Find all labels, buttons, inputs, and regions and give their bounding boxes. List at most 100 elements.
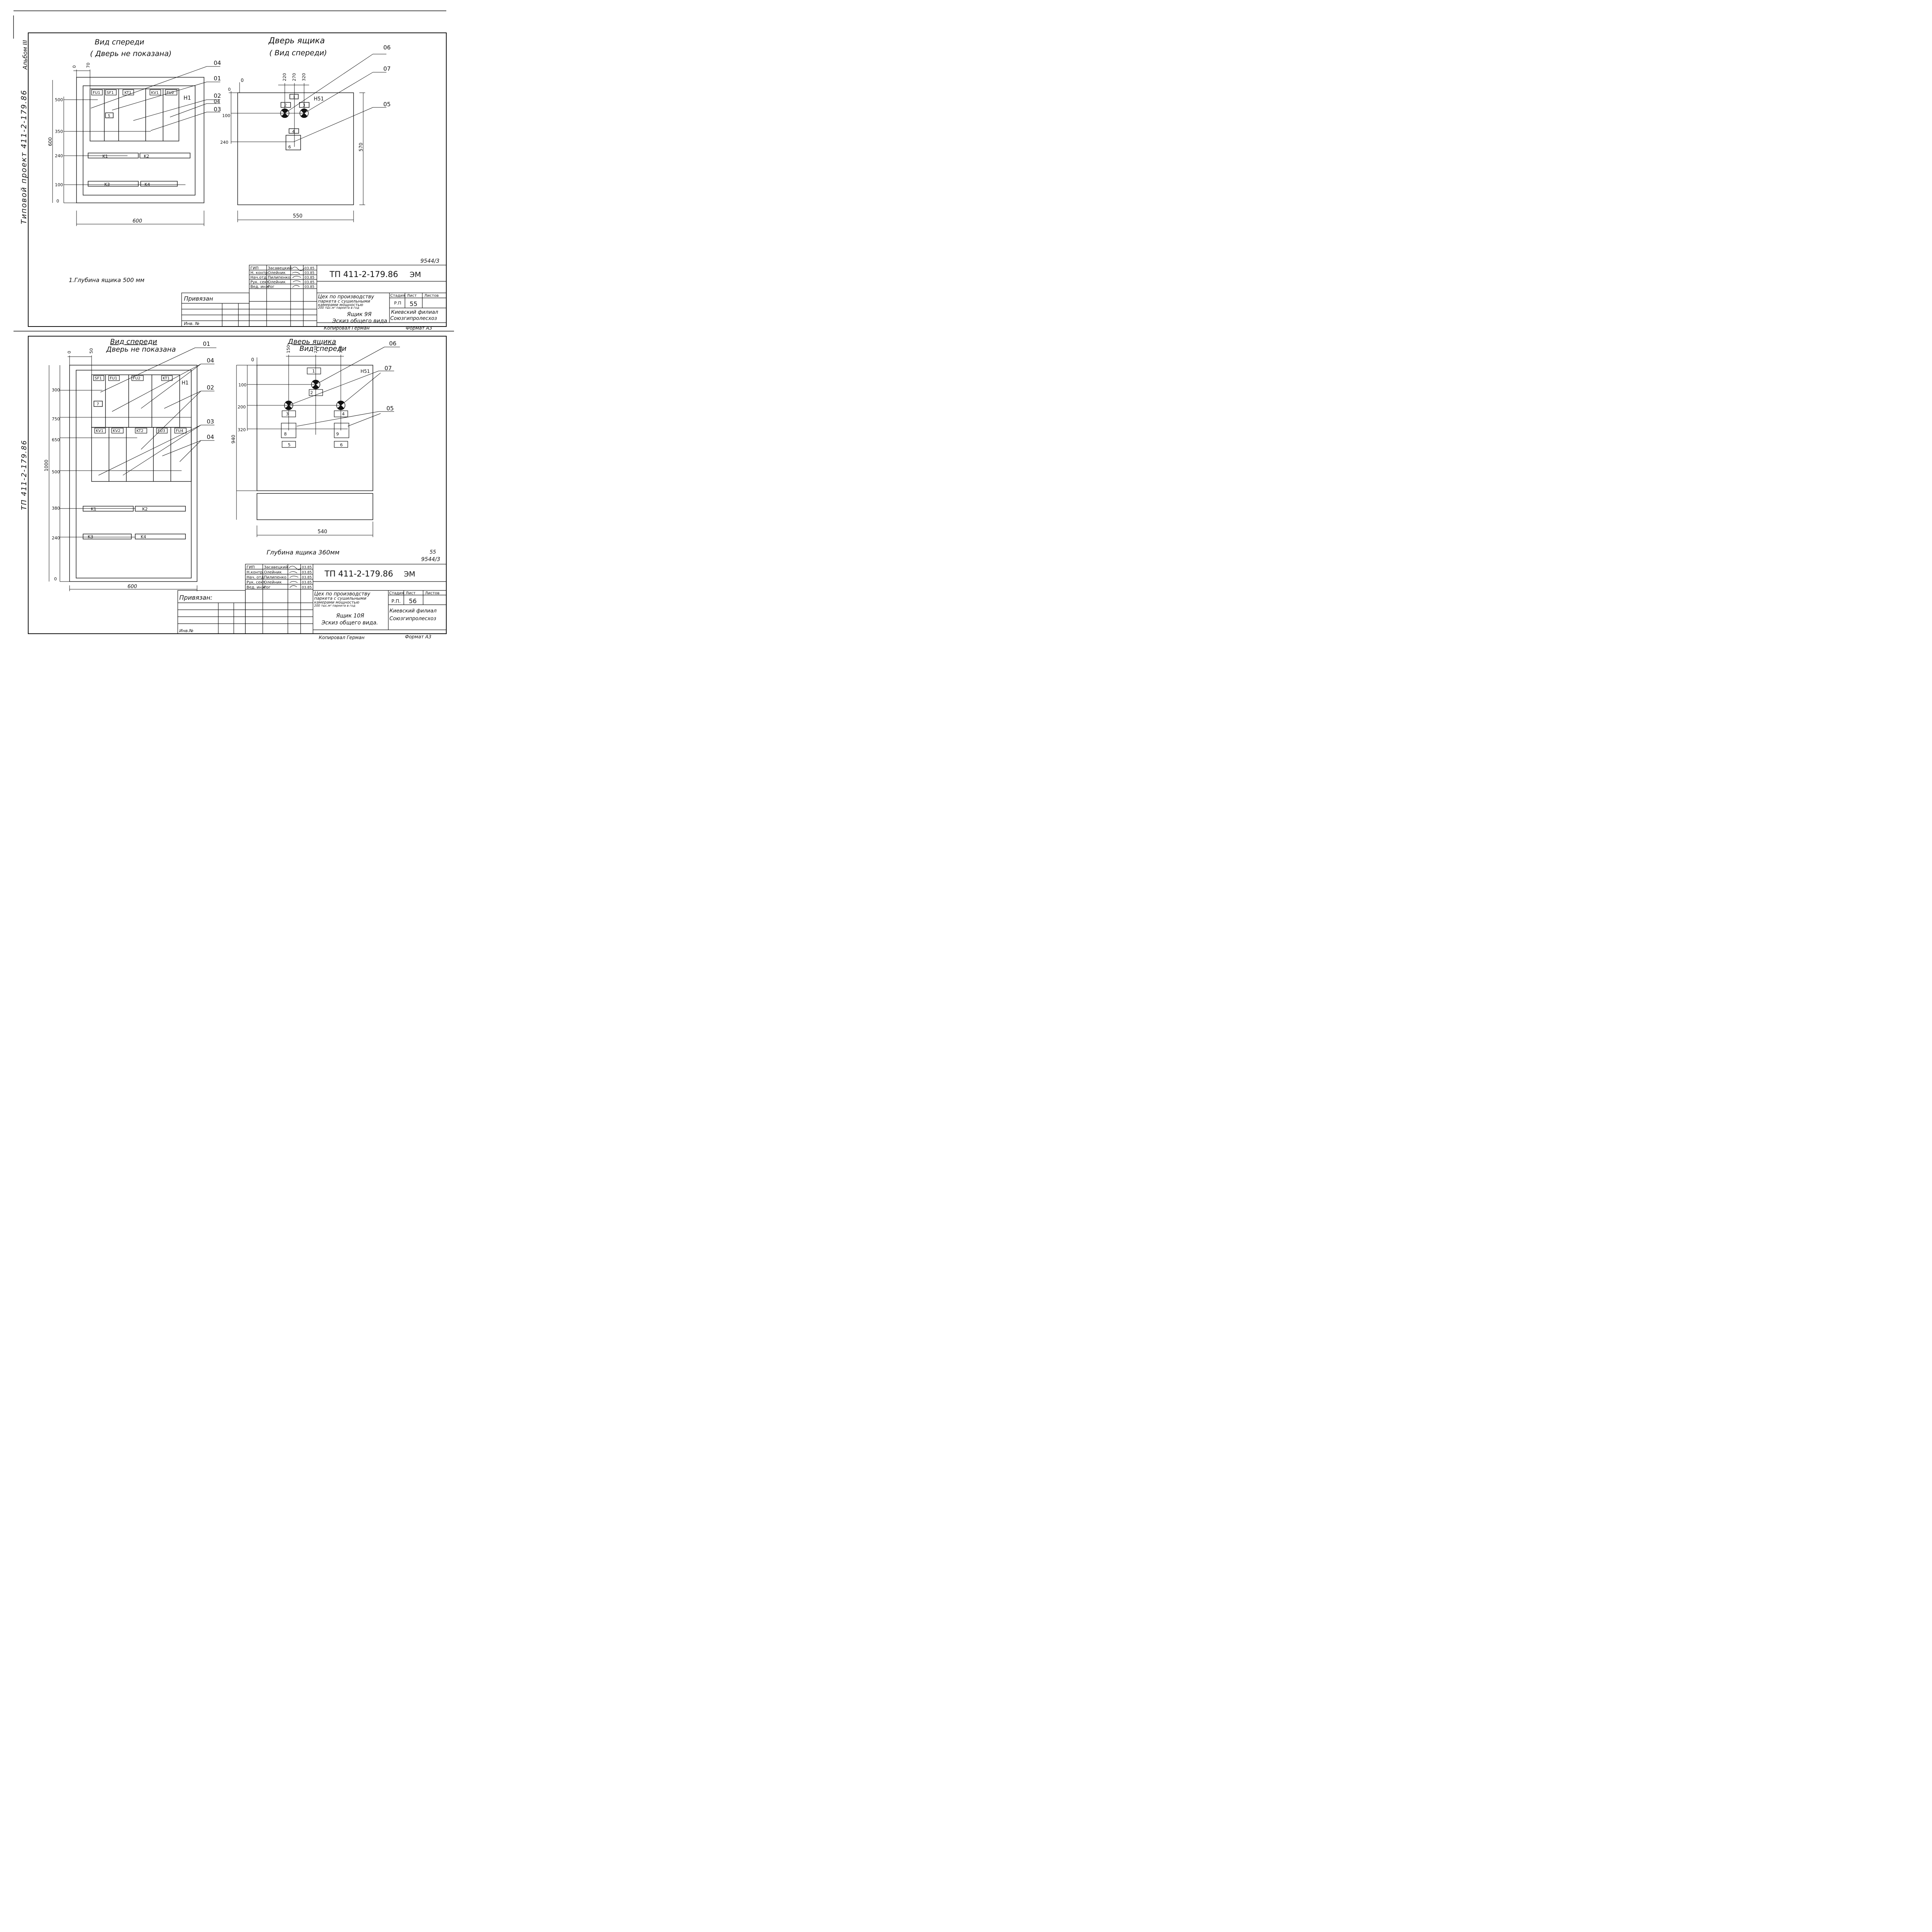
device-label: KV2: [113, 429, 121, 433]
dim-value: 0: [251, 357, 254, 362]
device-row1: SF1 FU1 FU2 KT1: [93, 375, 173, 381]
dim-value: 240: [220, 140, 228, 145]
leader-label: 03: [207, 418, 214, 425]
dim-value: 650: [52, 437, 60, 442]
h51-label: H51: [361, 369, 370, 374]
dim-value: 350: [55, 129, 63, 134]
device-label: KV1: [96, 429, 104, 433]
dim-value: 100: [222, 113, 230, 118]
stage-value: Р.П: [394, 301, 401, 306]
object-line: 200 тыс.м² паркета в год: [318, 306, 359, 310]
project-label: ТП 411-2-179.86: [20, 440, 28, 510]
role: ГИП: [250, 266, 259, 270]
depth-note: 1.Глубина ящика 500 мм: [69, 277, 145, 284]
small-box: [105, 112, 114, 118]
leader-label: 02: [207, 384, 214, 391]
contactor-k3: [88, 181, 139, 187]
h1-label: H1: [182, 380, 189, 386]
device-label: FU2: [133, 376, 140, 381]
date: 03.85: [304, 285, 315, 289]
drawing-code: 9544/3: [421, 556, 440, 563]
attached-label: Привязан:: [179, 594, 213, 601]
dim-value: 600: [128, 584, 137, 590]
name: Пилипенко: [264, 575, 286, 580]
leader-label: 07: [383, 65, 391, 72]
dim-value: 550: [293, 213, 303, 219]
object-line: камерами мощностью: [318, 303, 363, 307]
drawing-code: 9544/3: [420, 258, 439, 264]
name: Пилипенко: [268, 276, 290, 280]
door-view-subtitle: Вид спереди: [299, 345, 347, 353]
leader-label: 01: [214, 75, 221, 82]
dim-value: 0: [67, 351, 72, 354]
door-box-label: 1: [312, 369, 315, 374]
dimension-lines-door: [229, 54, 386, 222]
dim-value: 380: [52, 506, 60, 511]
name: Засавецкий: [268, 266, 292, 270]
device-label: SF1: [107, 91, 114, 95]
dim-value: 270: [292, 73, 297, 81]
dim-value: 750: [52, 417, 60, 422]
h1-label: H1: [184, 95, 191, 101]
name: Олейник: [264, 580, 282, 585]
device-label: KV1: [151, 91, 159, 95]
cabinet-inner: [83, 85, 196, 196]
object-line: паркета с сушильными: [314, 596, 366, 601]
leader-label: 04: [214, 60, 221, 66]
organization: Союзгипролесхоз: [390, 316, 437, 321]
device-label: FU1: [110, 376, 117, 381]
inv-label: Инв. №: [184, 321, 199, 326]
leader-label: 04: [207, 357, 214, 364]
format-label: Формат А3: [406, 325, 432, 331]
object-line: 200 тыс.м² паркета в год: [314, 604, 355, 607]
dim-value: 570: [358, 143, 364, 151]
front-view-title: Вид спереди: [110, 338, 157, 346]
title-block-bottom: [177, 564, 447, 634]
dim-value: 0: [56, 199, 59, 204]
front-view-subtitle: Дверь не показана: [106, 345, 176, 354]
door-view-title: Дверь ящика: [268, 36, 325, 45]
sheets-header: Листов: [425, 591, 439, 595]
date: 03.85: [304, 267, 315, 270]
dim-value: 600: [133, 218, 142, 224]
role: Н.контр.: [247, 570, 264, 575]
leader-label: 04: [207, 434, 214, 440]
dimension-lines-front: [52, 70, 204, 226]
role: Рук. сект.: [247, 580, 266, 585]
door-box-label: 9: [336, 432, 339, 437]
role: Нач. отд.: [247, 575, 265, 580]
contactor-label: K2: [142, 507, 148, 512]
dim-value: 300: [52, 388, 60, 393]
stage-header: Стадия: [390, 294, 405, 298]
device-label: KT1: [163, 376, 170, 381]
device-label: FU4: [176, 429, 183, 433]
bottom-sheet: ТП 411-2-179.86 Вид спереди Дверь не пок…: [20, 336, 447, 640]
object-line: паркета с сушильными: [318, 299, 370, 304]
project-label: Типовой проект 411-2-179.86: [20, 90, 28, 224]
door-box-label: 4: [342, 412, 345, 417]
name: Олейник: [268, 271, 286, 275]
leaders-front: [98, 347, 216, 476]
date: 03.85: [304, 271, 315, 275]
leader-label: 07: [384, 365, 392, 372]
object-line: камерами мощностью: [314, 600, 359, 605]
sheet-header: Лист: [407, 294, 417, 298]
contactor-label: K1: [91, 507, 96, 512]
dim-value: 0: [241, 78, 244, 83]
signature-scribble: [289, 566, 301, 588]
cabinet-inner: [76, 370, 192, 578]
dim-value: 220: [282, 73, 287, 81]
role: Вед. инж.: [247, 585, 267, 590]
designation: ТП 411-2-179.86: [329, 270, 398, 279]
dim-value: 270: [314, 346, 318, 353]
dim-value: 540: [318, 529, 327, 535]
name: Засавецкий: [264, 565, 288, 570]
h51-label: H51: [314, 96, 324, 102]
title-block-top: [181, 265, 447, 327]
contactor-label: K1: [102, 154, 108, 159]
drawing-sheet: Альбом III Типовой проект 411-2-179.86 В…: [13, 10, 454, 640]
date: 03.85: [302, 566, 312, 570]
leader-label: 05: [386, 405, 394, 412]
dim-value: 150: [286, 345, 291, 353]
dim-value: 600: [48, 137, 53, 146]
